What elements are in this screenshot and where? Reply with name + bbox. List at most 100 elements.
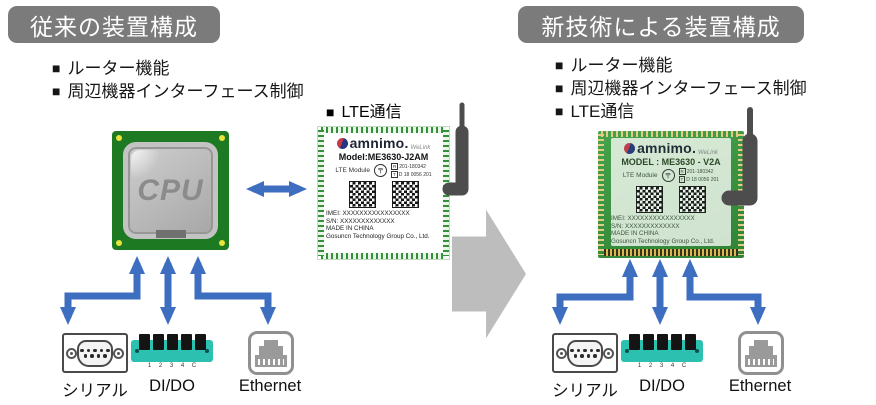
screw-icon [603, 347, 614, 359]
module-model: Model:ME3630-J2AM [338, 152, 429, 162]
rj45-contacts [748, 359, 774, 365]
pin-dot [103, 354, 107, 358]
dido-label-right: DI/DO [639, 377, 685, 395]
bullet-icon: ■ [326, 104, 335, 120]
pin-dot [580, 354, 584, 358]
cert-row: LTE Module 〒 R 201-180342 T D 18 0056 20… [335, 163, 432, 178]
rj45-icon [745, 340, 777, 367]
cert-r: R 201-180342 [391, 163, 432, 170]
terminal [628, 334, 640, 350]
feature-peripheral-interface: ■ 周辺機器インターフェース制御 [555, 77, 807, 100]
lte-module-right: amnimo. WeLink MODEL : ME3630 - V2A LTE … [598, 131, 744, 258]
arrow-module-serial-right [552, 259, 638, 325]
badge-new-tech-config: 新技術による装置構成 [518, 6, 804, 43]
pin-dot [83, 354, 87, 358]
cert-t-mark: T [678, 176, 686, 183]
cert-t-mark: T [391, 171, 398, 178]
feature-label: ルーター機能 [67, 59, 170, 78]
dido-pin-numbers: 1 2 3 4 C [637, 363, 687, 369]
pin-dot [583, 348, 587, 352]
cert-r-mark: R [678, 168, 686, 175]
rj45-mid [749, 346, 773, 355]
module-imei: IMEI: XXXXXXXXXXXXXXXX [326, 210, 410, 217]
qr-code [391, 181, 419, 208]
brand-sub-logo: WeLink [698, 150, 718, 156]
brand-name: amnimo. [349, 135, 409, 151]
terminal [656, 334, 668, 350]
module-type: LTE Module [622, 172, 658, 179]
serial-label-left: シリアル [62, 382, 128, 400]
rj45-icon [255, 340, 287, 367]
module-maker: Gosuncn Technology Group Co., Ltd. [326, 233, 430, 241]
arrow-cpu-ethernet-left [190, 256, 276, 325]
module-origin: MADE IN CHINA [326, 225, 374, 233]
feature-lte: ■ LTE通信 [555, 100, 807, 123]
pin-dot [90, 354, 94, 358]
module-pins-right [443, 130, 449, 256]
amnimo-logo-icon [624, 142, 636, 154]
pin-dot [589, 348, 594, 352]
module-label: amnimo. WeLink Model:ME3630-J2AM LTE Mod… [326, 135, 441, 251]
giteki-mark-icon: 〒 [661, 169, 675, 182]
terminal [670, 334, 682, 350]
ethernet-port-left [248, 331, 294, 375]
cert-row: LTE Module 〒 R 201-180342 T D 18 0056 20… [623, 168, 719, 183]
pin-row [573, 354, 597, 358]
amnimo-logo-icon [336, 137, 348, 149]
pin-dot [573, 354, 577, 358]
terminal [138, 334, 150, 350]
cert-r: R 201-180342 [678, 168, 720, 175]
cert-t: T D 18 0056 201 [678, 176, 720, 183]
right-feature-list: ■ ルーター機能 ■ 周辺機器インターフェース制御 ■ LTE通信 [555, 54, 807, 123]
cpu-notch [155, 230, 186, 238]
pin-dot [99, 348, 104, 352]
dido-pin-numbers: 1 2 3 4 C [147, 363, 197, 369]
badge-conventional-config: 従来の装置構成 [8, 6, 220, 43]
qr-row [348, 181, 419, 208]
cert-numbers: R 201-180342 T D 18 0056 201 [678, 168, 720, 183]
brand-logo: amnimo. WeLink [624, 140, 718, 156]
rj45-base [255, 355, 287, 367]
module-pins-top [321, 127, 446, 133]
transition-arrow-icon [452, 209, 526, 339]
module-pins-bottom [604, 249, 738, 256]
antenna-left-icon [442, 102, 469, 196]
cert-r-number: 201-180342 [686, 168, 714, 175]
cert-t-number: D 18 0056 201 [398, 171, 432, 178]
ethernet-port-right [738, 331, 784, 375]
pin-dot [96, 354, 100, 358]
qr-code [348, 181, 376, 208]
module-origin: MADE IN CHINA [611, 230, 659, 238]
pin-dot [86, 348, 91, 352]
arrow-module-ethernet-right [682, 259, 766, 325]
module-pins-top [601, 131, 741, 137]
cpu-chip: CPU [112, 131, 229, 250]
ethernet-label-right: Ethernet [728, 377, 792, 395]
rj45-mid [259, 346, 283, 355]
dsub-9pin [77, 339, 113, 367]
module-pins-right [738, 134, 744, 255]
pcb-corner-dot [219, 240, 225, 246]
pin-row [570, 348, 600, 352]
cert-t-number: D 18 0056 201 [686, 176, 720, 183]
pcb-corner-dot [116, 135, 122, 141]
terminal [684, 334, 696, 350]
pin-dot [576, 348, 581, 352]
feature-label: 周辺機器インターフェース制御 [570, 79, 807, 98]
dsub-9pin [567, 339, 603, 367]
giteki-mark-icon: 〒 [374, 164, 387, 177]
pin-dot [596, 348, 600, 352]
dido-label-left: DI/DO [149, 377, 195, 395]
module-serial-number: S/N: XXXXXXXXXXXXX [326, 217, 395, 225]
feature-peripheral-interface: ■ 周辺機器インターフェース制御 [52, 80, 304, 103]
pin-dot [106, 348, 110, 352]
bullet-icon: ■ [555, 80, 564, 96]
feature-label: ルーター機能 [570, 56, 673, 75]
arrow-cpu-serial-left [60, 256, 145, 325]
pin-dot [93, 348, 97, 352]
feature-label: 周辺機器インターフェース制御 [67, 82, 304, 101]
screw-icon [113, 347, 124, 359]
terminal [166, 334, 178, 350]
feature-router: ■ ルーター機能 [555, 54, 807, 77]
